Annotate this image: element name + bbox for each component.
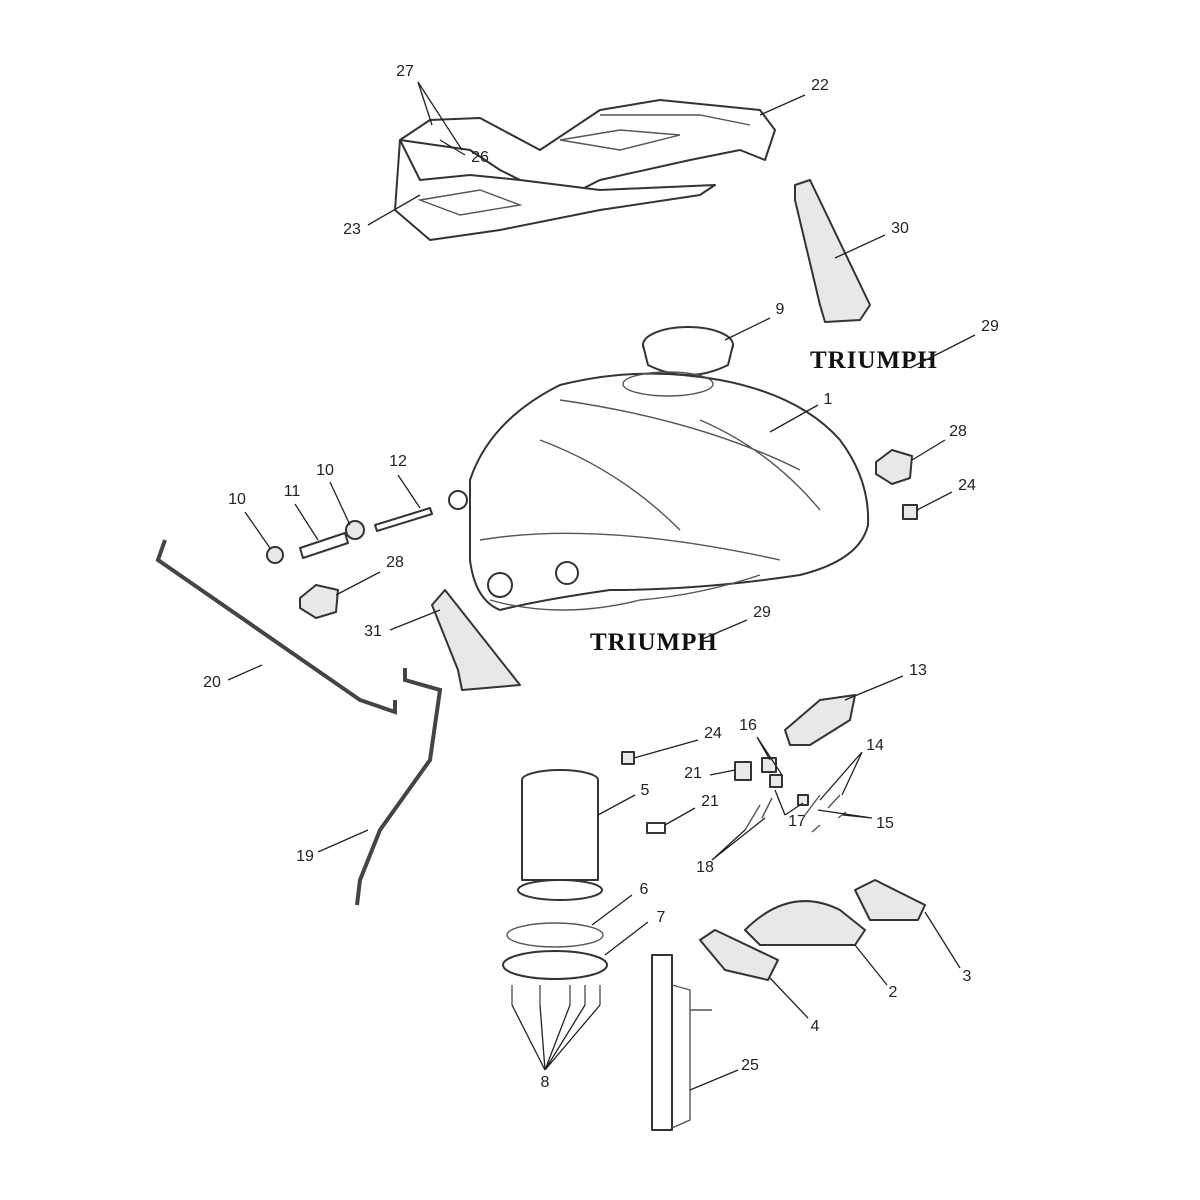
callout: 10 [228, 491, 246, 508]
part-fuel-tank [448, 371, 870, 611]
part-fuel-pump [517, 769, 603, 901]
callout: 8 [541, 1074, 550, 1091]
part-drain-rod [155, 539, 397, 715]
callout: 11 [284, 483, 301, 500]
part-rubber-block-left [299, 584, 339, 619]
part-side-trim-right [794, 179, 871, 323]
callout: 5 [641, 782, 650, 799]
callout: 24 [704, 725, 722, 742]
callout: 28 [949, 423, 967, 440]
callout: 18 [696, 859, 714, 876]
callout: 24 [958, 477, 976, 494]
callout: 28 [386, 554, 404, 571]
callout: 17 [788, 813, 806, 830]
callout: 13 [909, 662, 927, 679]
part-rubber-block-right [875, 449, 913, 485]
part-mount-hardware [266, 507, 433, 564]
callout: 16 [739, 717, 757, 734]
callout: 23 [343, 221, 361, 238]
callout: 26 [471, 149, 489, 166]
callout: 29 [981, 318, 999, 335]
callout: 12 [389, 453, 407, 470]
callout: 20 [203, 674, 221, 691]
part-fuel-level-sender [651, 954, 712, 1131]
callout: 25 [741, 1057, 759, 1074]
part-knee-pad-left [699, 929, 779, 981]
callout: 19 [296, 848, 314, 865]
part-breather-hose [355, 668, 443, 906]
part-small-fasteners [621, 751, 847, 834]
callout: 14 [866, 737, 884, 754]
part-o-ring [506, 922, 604, 948]
callout: 7 [657, 909, 666, 926]
callout: 9 [776, 301, 785, 318]
part-pad-right [902, 504, 918, 520]
callout: 31 [364, 623, 382, 640]
callout: 15 [876, 815, 894, 832]
callout: 21 [701, 793, 719, 810]
triumph-logo-decal-lower: TRIUMPH [590, 629, 718, 656]
callout: 1 [824, 391, 833, 408]
part-bolts [511, 985, 601, 1005]
callout: 27 [396, 63, 414, 80]
callout: 2 [889, 984, 898, 1001]
callout: 4 [811, 1018, 820, 1035]
callout: 6 [640, 881, 649, 898]
triumph-logo-decal-upper: TRIUMPH [810, 347, 938, 374]
leader-lines [227, 81, 976, 1091]
callout: 29 [753, 604, 771, 621]
part-seat-cowl [394, 99, 776, 241]
part-knee-pad-center [744, 900, 866, 946]
part-bracket [784, 694, 856, 746]
callout: 10 [316, 462, 334, 479]
part-knee-pad-right [854, 879, 926, 921]
part-filler-ring [642, 326, 734, 376]
callout: 30 [891, 220, 909, 237]
callout: 21 [684, 765, 702, 782]
callout: 3 [963, 968, 972, 985]
part-retaining-ring [502, 950, 608, 980]
part-side-trim-left [431, 589, 521, 691]
callout-numbers: 27 22 26 23 30 9 29 1 28 24 12 10 10 11 … [203, 63, 999, 1091]
callout: 22 [811, 77, 829, 94]
